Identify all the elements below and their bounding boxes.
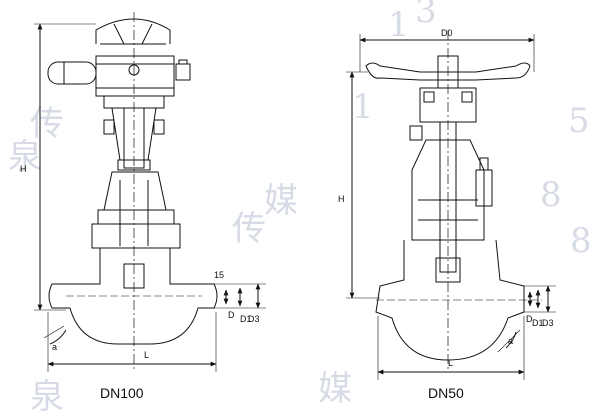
handwheel-cover bbox=[95, 18, 171, 44]
watermark-glyph: 媒 bbox=[264, 181, 298, 221]
yoke-bolt bbox=[103, 119, 115, 135]
stem bbox=[439, 121, 457, 273]
yoke-nut bbox=[423, 91, 435, 103]
valve-disc bbox=[123, 263, 145, 289]
boss-cap bbox=[479, 157, 489, 171]
stem bbox=[123, 107, 145, 169]
bonnet bbox=[103, 171, 167, 211]
angle-arc bbox=[49, 329, 67, 345]
yoke-bolt bbox=[409, 125, 423, 141]
watermark-glyph: 1 bbox=[388, 5, 410, 45]
gearbox-housing bbox=[95, 55, 175, 97]
right-valve-drawing bbox=[346, 30, 556, 380]
right-d3-label: D3 bbox=[542, 318, 554, 328]
input-shaft-housing bbox=[47, 61, 97, 85]
watermark-glyph: 8 bbox=[540, 175, 562, 215]
watermark-glyph: 5 bbox=[568, 101, 590, 141]
valve-disc bbox=[435, 257, 461, 283]
right-d0-label: D0 bbox=[441, 28, 453, 38]
watermark-glyph: 媒 bbox=[318, 369, 352, 409]
left-d3-label: D3 bbox=[248, 314, 260, 324]
yoke-leg bbox=[147, 107, 157, 161]
right-length-label: L bbox=[448, 358, 453, 368]
handwheel-spoke bbox=[141, 23, 153, 45]
yoke-nut bbox=[461, 91, 473, 103]
packing-gland bbox=[117, 159, 151, 171]
watermark-glyph: 传 bbox=[232, 209, 266, 249]
left-d1-label: D1 bbox=[240, 314, 252, 324]
position-indicator bbox=[175, 63, 191, 81]
watermark-glyph: 1 bbox=[352, 87, 374, 127]
left-angle-label: a bbox=[52, 342, 57, 352]
left-length-label: L bbox=[144, 350, 149, 360]
bonnet-flange bbox=[97, 209, 175, 225]
left-height-label: H bbox=[20, 164, 27, 174]
left-caption: DN100 bbox=[100, 385, 144, 401]
left-valve-drawing bbox=[34, 12, 266, 372]
angle-leader bbox=[43, 325, 65, 339]
watermark-glyph: 3 bbox=[415, 0, 437, 31]
angle-leader bbox=[497, 329, 521, 353]
yoke-leg bbox=[111, 107, 121, 161]
watermark: 泉 传 传 媒 媒 泉 1 3 1 5 8 8 bbox=[8, 0, 592, 417]
watermark-glyph: 8 bbox=[570, 221, 592, 261]
watermark-glyph: 泉 bbox=[30, 377, 64, 414]
yoke-bolt bbox=[153, 119, 165, 135]
bonnet-body bbox=[91, 223, 181, 249]
right-angle-label: a bbox=[508, 336, 513, 346]
right-d-label: D bbox=[526, 314, 533, 324]
handwheel bbox=[365, 62, 531, 81]
valve-body bbox=[48, 248, 218, 345]
valve-body bbox=[375, 239, 525, 361]
watermark-glyph: 传 bbox=[30, 104, 64, 144]
indicator-cap bbox=[178, 59, 188, 65]
gearbox-bolt bbox=[128, 64, 140, 76]
right-d1-label: D1 bbox=[532, 318, 544, 328]
angle-arc bbox=[505, 331, 517, 349]
left-d-label: D bbox=[228, 310, 235, 320]
watermark-glyph: 泉 bbox=[8, 137, 42, 177]
right-caption: DN50 bbox=[428, 385, 464, 401]
left-offset-label: 15 bbox=[214, 270, 224, 280]
right-height-label: H bbox=[338, 194, 345, 204]
bonnet bbox=[411, 139, 485, 241]
handwheel-spoke bbox=[113, 23, 125, 45]
